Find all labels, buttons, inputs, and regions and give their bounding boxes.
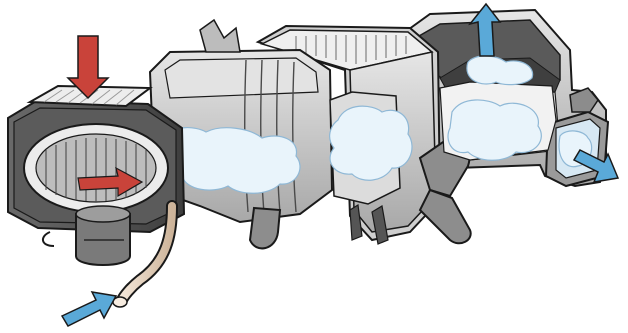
- water-inflow-arrow: [62, 292, 116, 326]
